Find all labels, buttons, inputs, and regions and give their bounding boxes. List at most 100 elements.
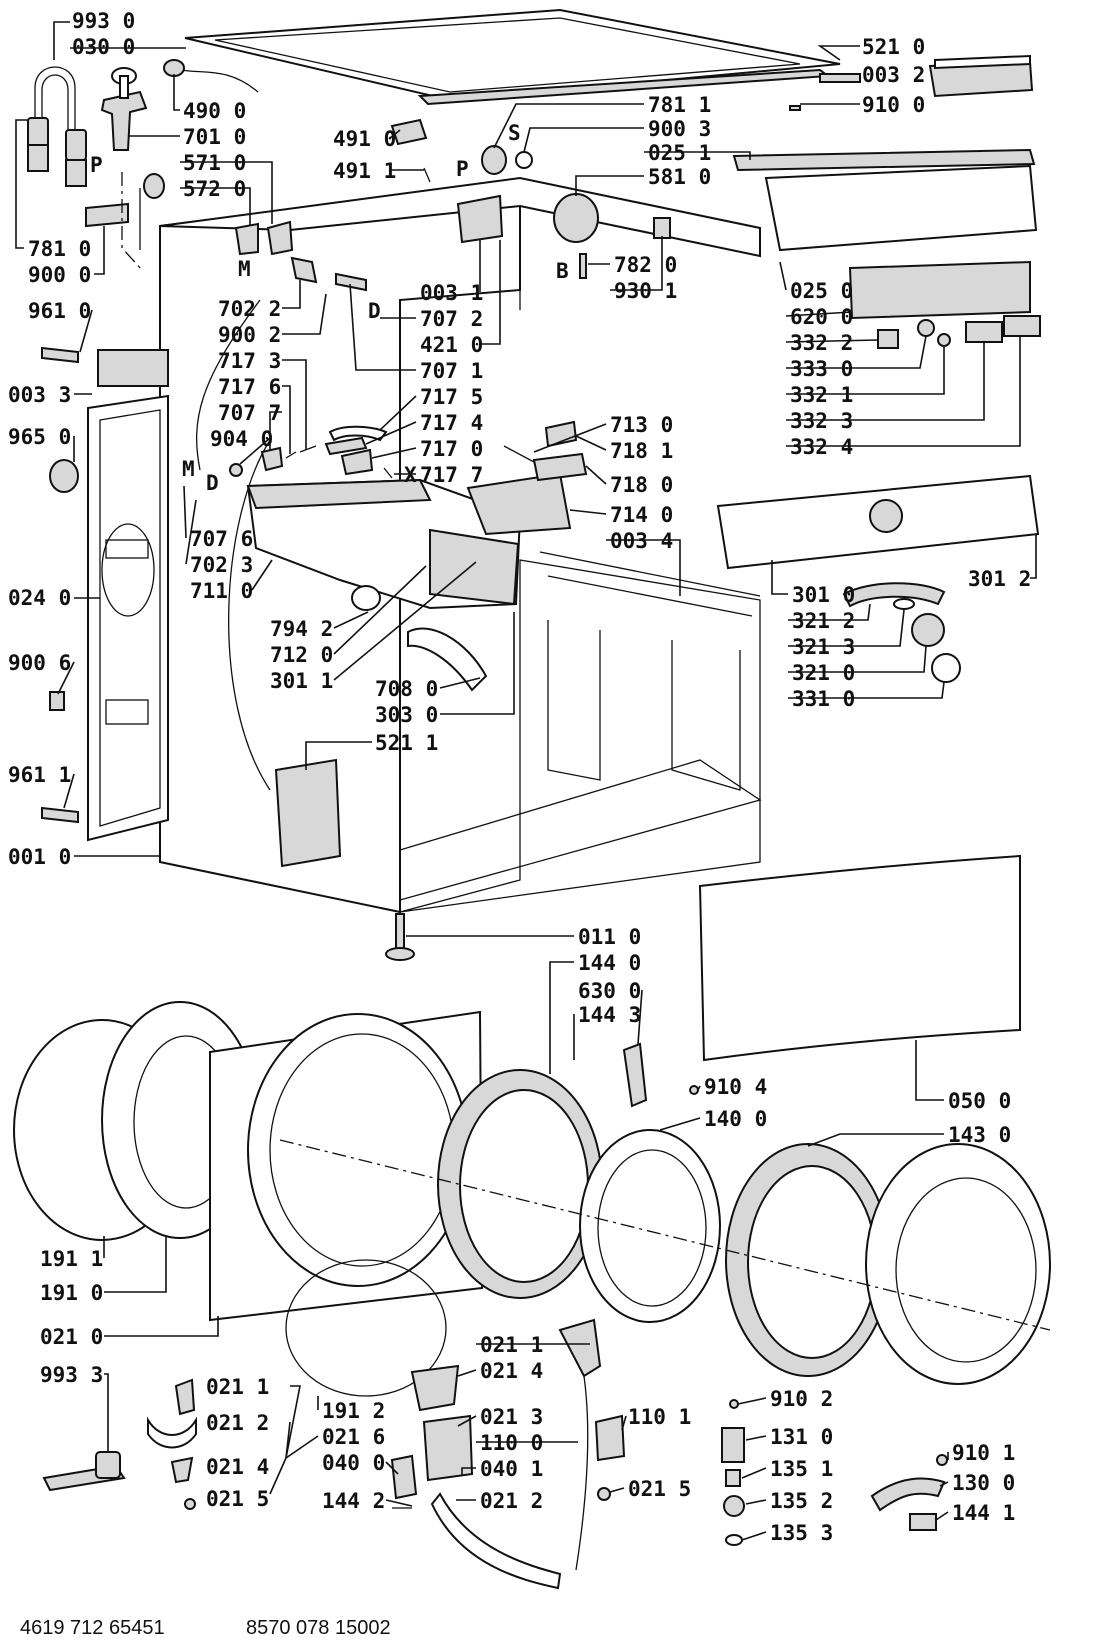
leader-lines bbox=[15, 21, 1037, 1541]
part-label-993-3: 993 3 bbox=[40, 1363, 103, 1387]
part-label-701-0: 701 0 bbox=[183, 125, 246, 149]
part-707-7 bbox=[260, 446, 284, 472]
part-label-421-0: 421 0 bbox=[420, 333, 483, 357]
plinth-panel bbox=[698, 854, 1021, 1062]
door-ring-144-0-inner bbox=[459, 1089, 589, 1283]
part-label-910-1: 910 1 bbox=[952, 1441, 1015, 1465]
part-021-4-small bbox=[170, 1456, 194, 1484]
part-label-900-2: 900 2 bbox=[218, 323, 281, 347]
clip-144-1 bbox=[909, 1513, 937, 1531]
part-717-3 bbox=[299, 445, 317, 453]
part-label-910-0: 910 0 bbox=[862, 93, 925, 117]
part-label-021-3: 021 3 bbox=[480, 1405, 543, 1429]
pump-521-1 bbox=[274, 758, 342, 868]
part-label-491-1: 491 1 bbox=[333, 159, 396, 183]
pin-135-1 bbox=[725, 1469, 741, 1487]
part-label-910-2: 910 2 bbox=[770, 1387, 833, 1411]
pressostat bbox=[553, 193, 599, 243]
control-panel-frame bbox=[764, 164, 1038, 252]
hinge-110-0 bbox=[422, 1414, 474, 1482]
part-label-707-6: 707 6 bbox=[190, 527, 253, 551]
connection-letter-m: M bbox=[238, 257, 251, 281]
rear-panel-slot-top bbox=[105, 539, 149, 559]
pin-491-1 bbox=[423, 167, 431, 183]
part-label-321-3: 321 3 bbox=[792, 635, 855, 659]
part-label-961-0: 961 0 bbox=[28, 299, 91, 323]
part-label-717-3: 717 3 bbox=[218, 349, 281, 373]
part-label-191-2: 191 2 bbox=[322, 1399, 385, 1423]
door-outer-143-inner bbox=[895, 1177, 1037, 1363]
top-cover bbox=[184, 8, 841, 102]
part-717-4 bbox=[324, 436, 368, 456]
tube-702-2 bbox=[290, 256, 318, 284]
valve-572 bbox=[143, 173, 165, 199]
cabinet-front-opening bbox=[547, 620, 741, 791]
part-718-0 bbox=[532, 452, 588, 482]
screw-021-5 bbox=[597, 1487, 611, 1501]
valve-572-0 bbox=[234, 222, 259, 256]
part-label-900-3: 900 3 bbox=[648, 117, 711, 141]
part-label-717-5: 717 5 bbox=[420, 385, 483, 409]
part-717-5 bbox=[328, 425, 388, 442]
rear-panel-inner bbox=[99, 409, 161, 827]
part-label-712-0: 712 0 bbox=[270, 643, 333, 667]
part-label-961-1: 961 1 bbox=[8, 763, 71, 787]
hose-708 bbox=[407, 627, 488, 692]
part-label-003-3: 003 3 bbox=[8, 383, 71, 407]
part-label-144-2: 144 2 bbox=[322, 1489, 385, 1513]
part-label-040-0: 040 0 bbox=[322, 1451, 385, 1475]
dispenser-drawer-top bbox=[246, 478, 432, 510]
trim-021-center bbox=[575, 1375, 589, 1571]
part-label-781-1: 781 1 bbox=[648, 93, 711, 117]
filter-781-1 bbox=[481, 145, 507, 175]
hose-end-right bbox=[65, 129, 87, 161]
part-021-5-small bbox=[184, 1498, 196, 1510]
dispenser-outlet bbox=[351, 585, 381, 611]
door-glass-140-inner bbox=[597, 1149, 707, 1307]
part-label-021-4: 021 4 bbox=[480, 1359, 543, 1383]
part-label-717-4: 717 4 bbox=[420, 411, 483, 435]
part-782-0 bbox=[579, 253, 587, 279]
clip-900-3 bbox=[515, 151, 533, 169]
part-label-144-1: 144 1 bbox=[952, 1501, 1015, 1525]
part-021-4-center bbox=[410, 1364, 460, 1412]
hose-end-left bbox=[27, 117, 49, 149]
cabinet-inner-curve bbox=[228, 439, 271, 791]
valve-421 bbox=[456, 194, 504, 244]
part-label-021-2: 021 2 bbox=[480, 1489, 543, 1513]
part-label-140-0: 140 0 bbox=[704, 1107, 767, 1131]
part-label-144-3: 144 3 bbox=[578, 1003, 641, 1027]
button-332-4 bbox=[1003, 315, 1041, 337]
part-label-717-7: 717 7 bbox=[420, 463, 483, 487]
part-label-021-5: 021 5 bbox=[628, 1477, 691, 1501]
part-label-711-0: 711 0 bbox=[190, 579, 253, 603]
connection-letter-s: S bbox=[508, 121, 521, 145]
part-label-003-1: 003 1 bbox=[420, 281, 483, 305]
part-label-303-0: 303 0 bbox=[375, 703, 438, 727]
part-label-521-0: 521 0 bbox=[862, 35, 925, 59]
part-label-717-6: 717 6 bbox=[218, 375, 281, 399]
inlet-plug bbox=[163, 59, 185, 77]
part-713-0 bbox=[503, 445, 535, 463]
button-332-1 bbox=[937, 333, 951, 347]
part-718-1 bbox=[544, 420, 578, 448]
screw-910-4 bbox=[689, 1085, 699, 1095]
part-label-135-2: 135 2 bbox=[770, 1489, 833, 1513]
part-label-713-0: 713 0 bbox=[610, 413, 673, 437]
spring-135-2 bbox=[723, 1495, 745, 1517]
rear-panel-hub bbox=[101, 523, 155, 617]
part-label-781-0: 781 0 bbox=[28, 237, 91, 261]
door-axis-line bbox=[279, 1139, 1051, 1331]
part-label-630-0: 630 0 bbox=[578, 979, 641, 1003]
part-label-332-3: 332 3 bbox=[790, 409, 853, 433]
rear-panel-bracket bbox=[97, 349, 169, 387]
part-label-131-0: 131 0 bbox=[770, 1425, 833, 1449]
hose-loop-inner bbox=[41, 74, 69, 150]
button-333-0 bbox=[917, 319, 935, 337]
part-label-110-0: 110 0 bbox=[480, 1431, 543, 1455]
screw-910-1 bbox=[936, 1454, 948, 1466]
door-frame-143-inner bbox=[747, 1165, 877, 1359]
part-label-130-0: 130 0 bbox=[952, 1471, 1015, 1495]
part-label-717-0: 717 0 bbox=[420, 437, 483, 461]
inlet-valve-stem bbox=[119, 75, 129, 99]
